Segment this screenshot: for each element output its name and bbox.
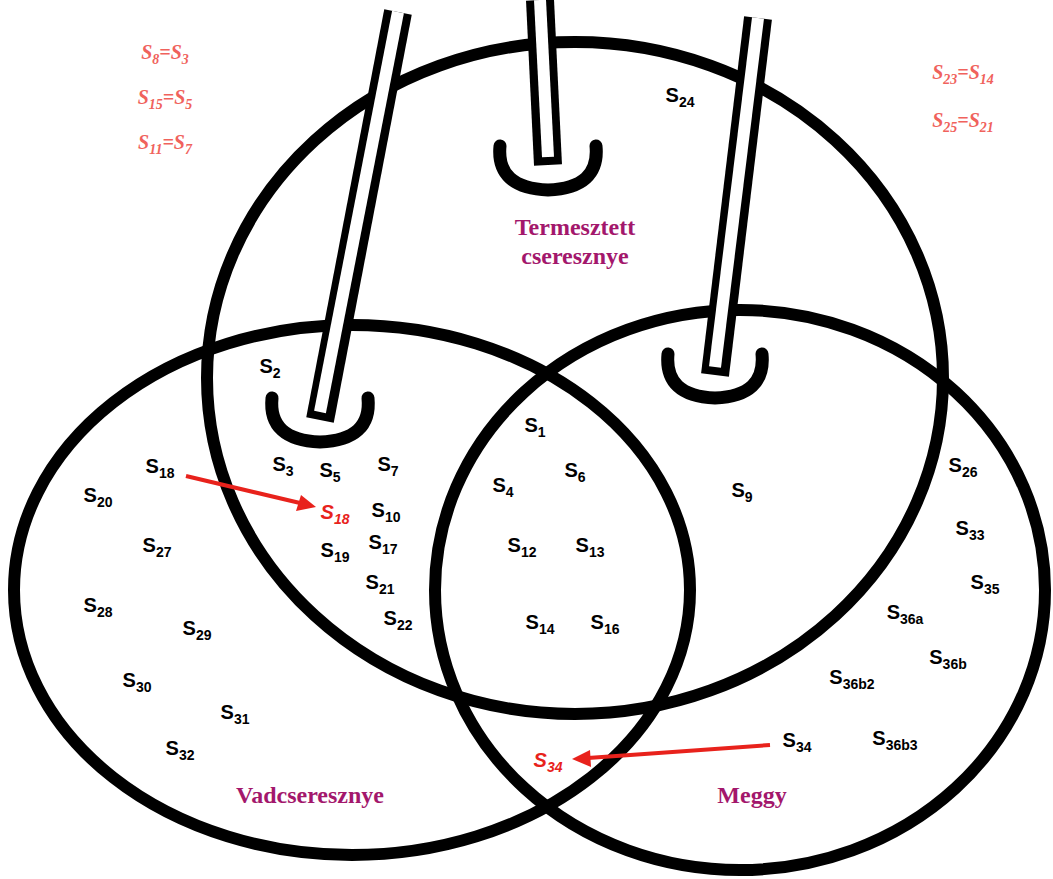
allele-label: S1 — [524, 414, 545, 436]
allele-label: S16 — [591, 611, 620, 633]
allele-label: S6 — [564, 459, 585, 481]
allele-label: S18 — [146, 455, 175, 477]
allele-label: S17 — [369, 531, 398, 553]
red-arrow — [572, 745, 770, 767]
allele-label: S14 — [526, 611, 555, 633]
allele-label: S18 — [321, 501, 350, 523]
allele-label: S35 — [971, 571, 1000, 593]
allele-label: S2 — [259, 355, 280, 377]
allele-label: S27 — [143, 534, 172, 556]
allele-label: S13 — [576, 534, 605, 556]
cherry-circle: Termesztett cseresznye — [197, 32, 953, 724]
allele-equivalence: S25=S21 — [932, 109, 994, 131]
allele-label: S4 — [492, 474, 513, 496]
allele-label: S12 — [508, 534, 537, 556]
cherry-circle: Vadcseresznye — [4, 315, 700, 865]
allele-label: S31 — [221, 701, 250, 723]
group-name: Meggy — [717, 781, 786, 810]
allele-label: S5 — [319, 459, 340, 481]
allele-label: S10 — [372, 499, 401, 521]
allele-label: S19 — [321, 539, 350, 561]
allele-label: S26 — [949, 454, 978, 476]
allele-label: S32 — [166, 737, 195, 759]
allele-equivalence: S23=S14 — [932, 61, 994, 83]
allele-label: S36a — [887, 601, 924, 623]
allele-label: S34 — [534, 749, 563, 771]
red-arrow — [186, 476, 316, 511]
allele-equivalence: S15=S5 — [138, 86, 193, 108]
allele-label: S22 — [384, 607, 413, 629]
group-name: Termesztett cseresznye — [490, 213, 660, 271]
allele-label: S36b — [929, 646, 966, 668]
allele-label: S24 — [666, 84, 695, 106]
allele-label: S28 — [84, 594, 113, 616]
allele-label: S36b3 — [872, 727, 917, 749]
allele-label: S7 — [377, 453, 398, 475]
allele-label: S34 — [783, 729, 812, 751]
stem — [668, 18, 763, 398]
allele-label: S21 — [366, 571, 395, 593]
allele-equivalence: S8=S3 — [141, 41, 189, 63]
group-name: Vadcseresznye — [236, 781, 384, 810]
allele-label: S20 — [84, 484, 113, 506]
allele-label: S36b2 — [829, 666, 874, 688]
stem — [500, 0, 597, 190]
allele-label: S29 — [183, 617, 212, 639]
stem — [272, 12, 398, 442]
cherry-circle: Meggy — [425, 300, 1053, 879]
allele-label: S9 — [731, 479, 752, 501]
allele-equivalence: S11=S7 — [138, 131, 192, 153]
circle-outline — [197, 32, 953, 724]
allele-label: S3 — [272, 453, 293, 475]
allele-label: S30 — [123, 669, 152, 691]
allele-label: S33 — [956, 517, 985, 539]
